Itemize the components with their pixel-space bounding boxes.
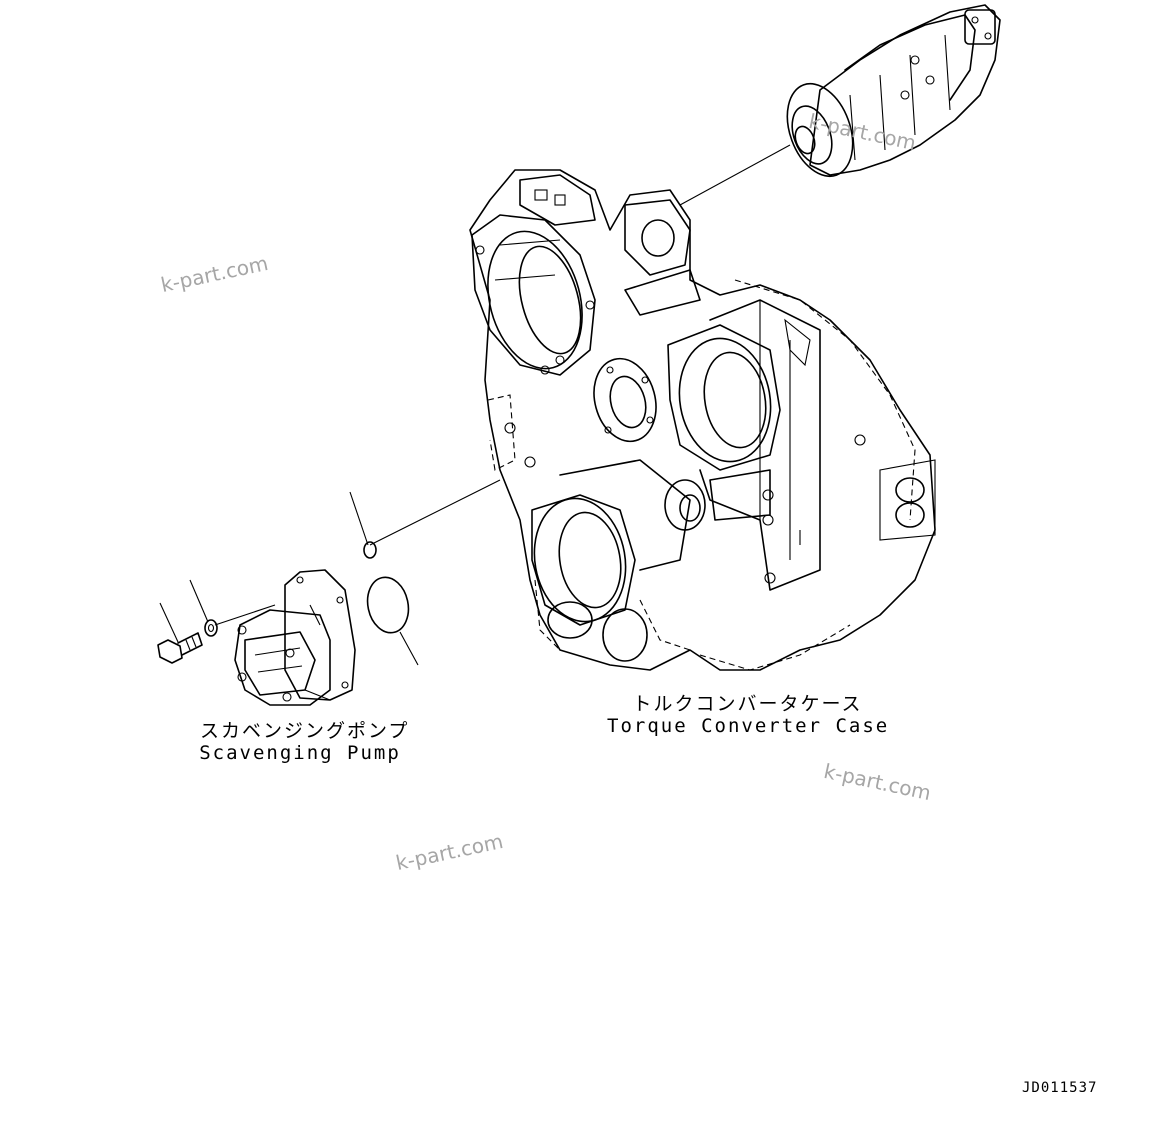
bolt xyxy=(157,602,203,664)
hydraulic-pump xyxy=(786,4,1001,178)
leader-line xyxy=(399,631,419,666)
leader-line xyxy=(349,491,369,546)
torque-converter-case-label-en: Torque Converter Case xyxy=(607,715,890,737)
scavenging-pump-label-jp: スカベンジングポンプ xyxy=(200,720,410,742)
scavenging-pump-label-en: Scavenging Pump xyxy=(199,742,401,764)
scavenging-pump xyxy=(234,569,356,706)
o-ring-large xyxy=(366,576,410,634)
drawing-code: JD011537 xyxy=(1022,1080,1098,1096)
torque-converter-case xyxy=(469,169,936,671)
torque-converter-case-label-jp: トルクコンバータケース xyxy=(632,693,863,715)
washer xyxy=(189,579,218,637)
o-ring-small xyxy=(363,541,377,559)
leader-line xyxy=(214,604,276,626)
leader-line xyxy=(369,479,501,546)
leader-line xyxy=(679,144,791,206)
